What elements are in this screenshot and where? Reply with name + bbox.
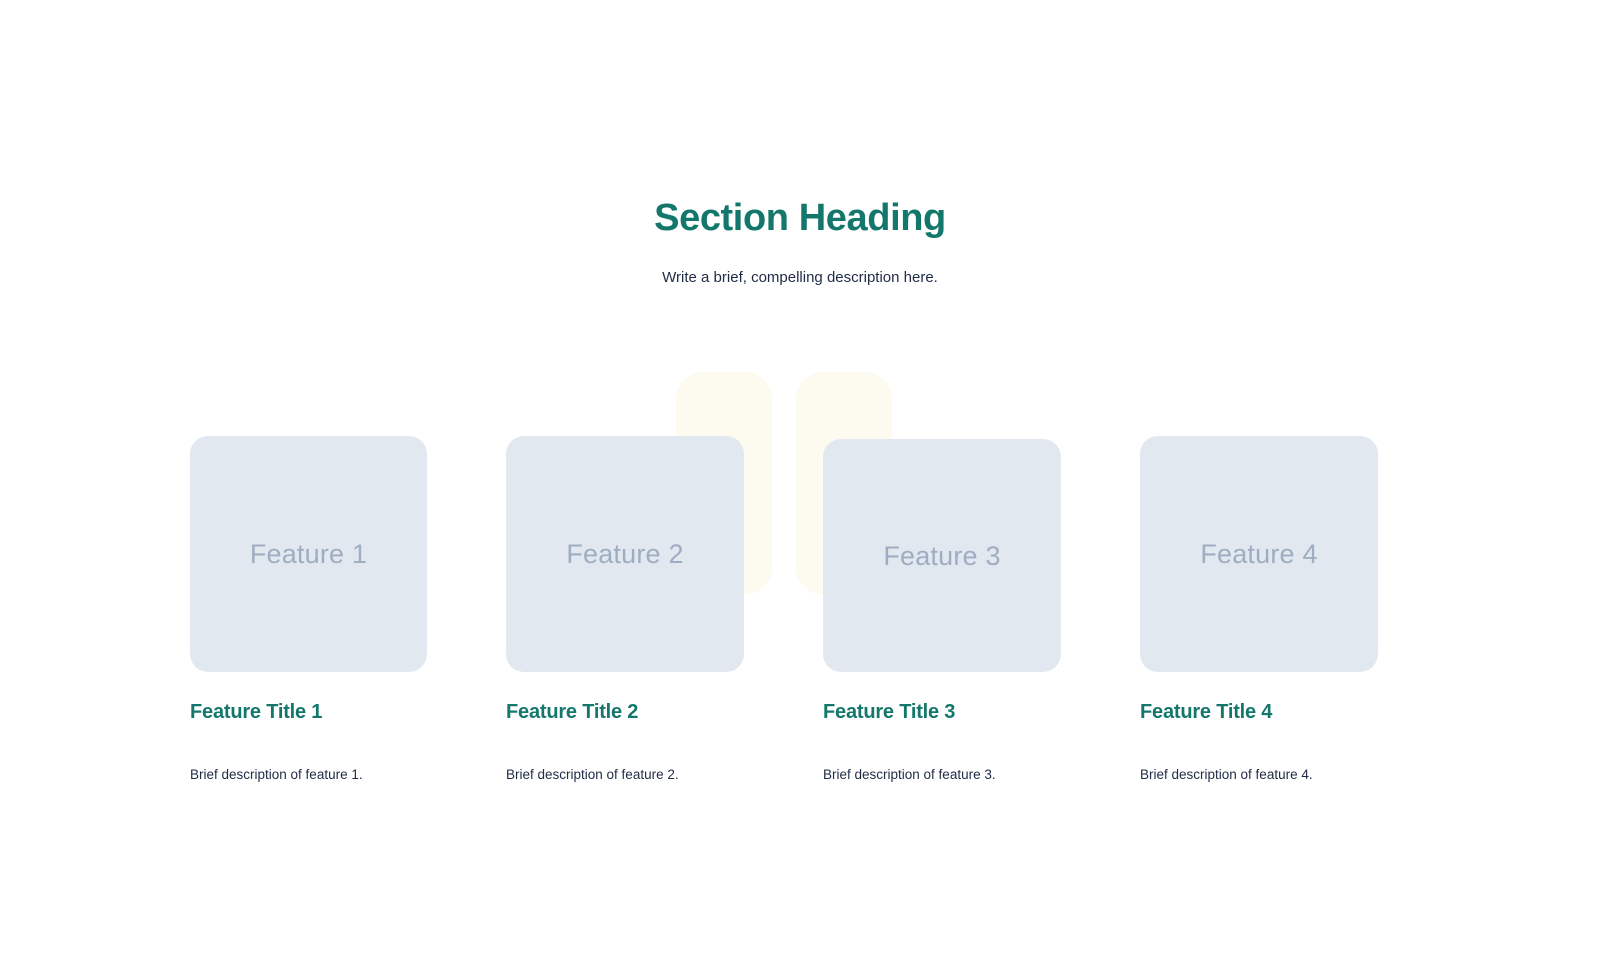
feature-image-placeholder-1: Feature 1 [190,436,427,672]
feature-placeholder-label-3: Feature 3 [883,540,1001,571]
feature-placeholder-label-4: Feature 4 [1200,539,1318,569]
feature-title-1: Feature Title 1 [190,701,323,723]
page-title: Section Heading [654,197,946,239]
feature-placeholder-label-1: Feature 1 [249,539,368,569]
feature-title-3: Feature Title 3 [823,701,956,723]
feature-placeholder-label-2: Feature 2 [566,539,684,569]
feature-description-3: Brief description of feature 3. [823,767,996,782]
feature-description-4: Brief description of feature 4. [1140,767,1313,782]
feature-image-placeholder-3: Feature 3 [823,439,1061,672]
section-subtitle: Write a brief, compelling description he… [662,269,938,286]
feature-image-placeholder-2: Feature 2 [506,436,744,672]
feature-description-2: Brief description of feature 2. [506,767,679,782]
feature-title-2: Feature Title 2 [506,701,639,723]
feature-description-1: Brief description of feature 1. [190,767,363,782]
feature-title-4: Feature Title 4 [1140,701,1273,723]
feature-image-placeholder-4: Feature 4 [1140,436,1378,672]
